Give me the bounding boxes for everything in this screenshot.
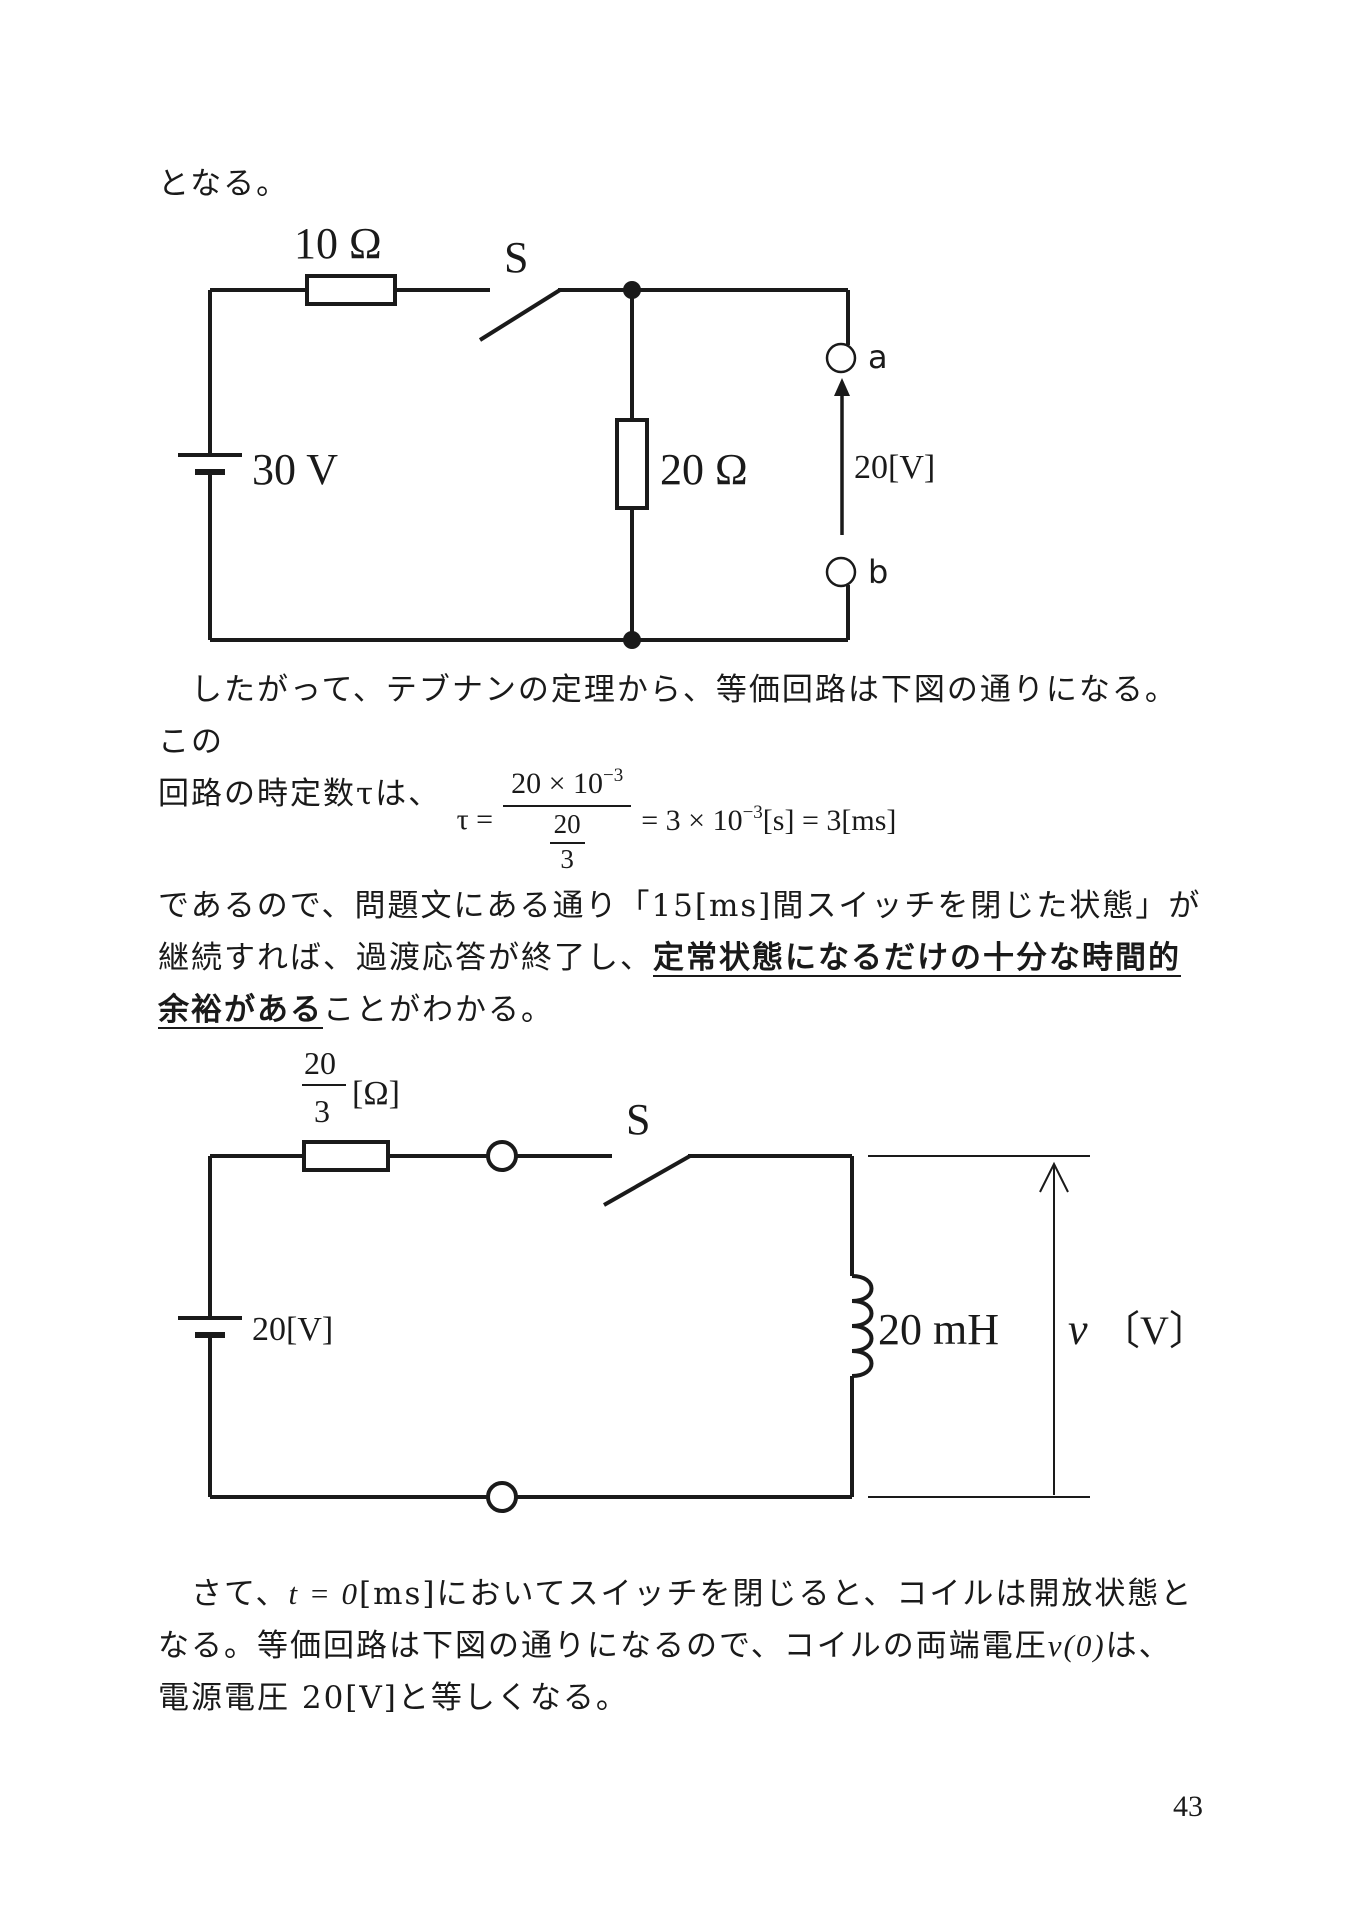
- intro-text: となる。: [158, 166, 290, 202]
- resistor2-label: 20 Ω: [660, 445, 748, 494]
- voltage-symbol: v: [1068, 1305, 1088, 1354]
- paragraph-conclusion: であるので、問題文にある通り「15[ms]間スイッチを閉じた状態」が継続すれば、…: [158, 880, 1203, 1036]
- voltage-arrowhead: [834, 378, 850, 396]
- resistor1-label: 10 Ω: [294, 219, 382, 268]
- conclusion-text: であるので、問題文にある通り「15[ms]間スイッチを閉じた状態」が継続すれば、…: [158, 888, 1202, 976]
- t-expression: t = 0: [288, 1576, 359, 1611]
- resistor-denominator: 3: [314, 1093, 330, 1129]
- paragraph-text: さて、: [191, 1576, 289, 1612]
- paragraph-text: [ms]においてスイッチを閉じると、コイルは開放状態となる。等価回路は下図の通り…: [158, 1576, 1194, 1664]
- inductor-label: 20 mH: [878, 1305, 999, 1354]
- time-constant-equation: τ = 20 × 10−3 20 3 = 3 × 10−3[s] = 3[ms]: [0, 765, 1353, 875]
- voltage-label: 20[V]: [854, 449, 935, 486]
- equation-denominator: 20 3: [549, 807, 585, 875]
- junction-dot: [623, 631, 641, 649]
- equation-fraction: 20 × 10−3 20 3: [503, 765, 632, 875]
- paragraph-text: は、電源電圧 20[V]と等しくなる。: [158, 1628, 1172, 1716]
- page-number: 43: [1173, 1790, 1203, 1823]
- paragraph-thevenin: したがって、テブナンの定理から、等価回路は下図の通りになる。この 回路の時定数τ…: [158, 664, 1203, 820]
- conclusion-end: ことがわかる。: [323, 992, 554, 1028]
- resistor-numerator: 20: [304, 1045, 336, 1081]
- equation-denominator-fraction: 20 3: [549, 809, 585, 875]
- v-expression: v(0): [1047, 1628, 1106, 1663]
- resistor-unit: [Ω]: [352, 1075, 400, 1112]
- equation-lhs: τ =: [456, 803, 494, 836]
- junction-dot: [623, 281, 641, 299]
- terminal-a-label: a: [868, 338, 888, 376]
- paragraph-switch-close: さて、t = 0[ms]においてスイッチを閉じると、コイルは開放状態となる。等価…: [158, 1568, 1203, 1724]
- voltage-unit: 〔V〕: [1100, 1308, 1209, 1353]
- switch-label: S: [504, 233, 528, 282]
- terminal-b-label: b: [868, 553, 888, 591]
- source-label: 20[V]: [252, 1311, 333, 1348]
- conclusion-emphasis: 定常状態になるだけの十分な時間的余裕がある: [158, 940, 1181, 1028]
- equation-rhs: = 3 × 10−3[s] = 3[ms]: [641, 802, 897, 837]
- equation-numerator: 20 × 10−3: [503, 765, 632, 807]
- switch-label: S: [626, 1095, 650, 1144]
- source-label: 30 V: [252, 445, 338, 494]
- paragraph-line: 回路の時定数τは、: [158, 776, 442, 812]
- paragraph-line: したがって、テブナンの定理から、等価回路は下図の通りになる。この: [158, 672, 1178, 760]
